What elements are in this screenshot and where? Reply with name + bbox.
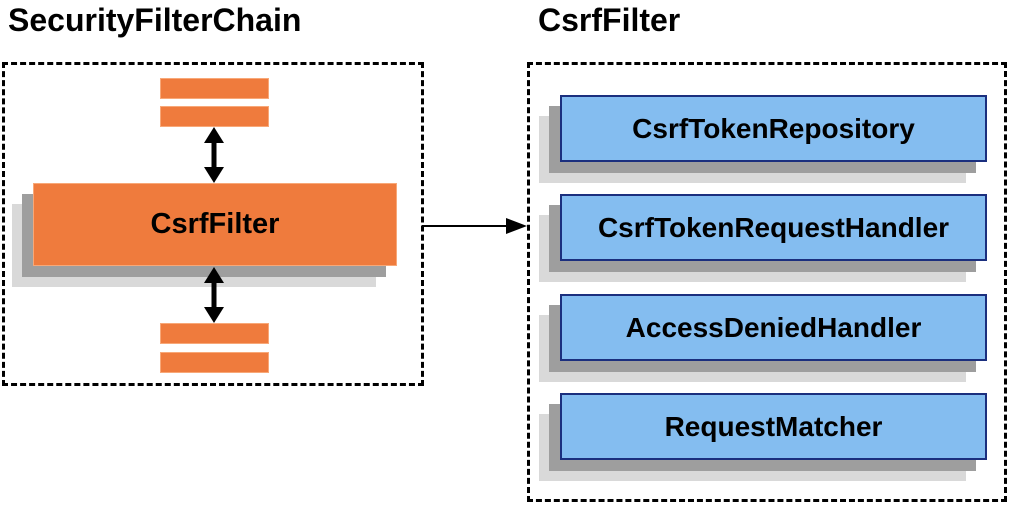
component-label: CsrfTokenRepository: [632, 112, 915, 144]
bidirectional-arrow-icon: [204, 127, 224, 183]
csrf-filter-title: CsrfFilter: [538, 2, 681, 38]
filter-bar: [160, 323, 269, 344]
filter-bar: [160, 78, 269, 99]
csrf-filter-panel: [527, 62, 1007, 502]
component-box-csrf-token-repository: CsrfTokenRepository: [560, 95, 987, 162]
filter-bar: [160, 352, 269, 373]
component-label: AccessDeniedHandler: [625, 311, 922, 343]
filter-bar: [160, 106, 269, 127]
component-box-request-matcher: RequestMatcher: [560, 393, 987, 460]
connector-arrow-icon: [422, 218, 527, 234]
component-label: RequestMatcher: [664, 410, 883, 442]
csrf-filter-box: CsrfFilter: [33, 183, 397, 266]
component-box-csrf-token-request-handler: CsrfTokenRequestHandler: [560, 194, 987, 261]
csrf-filter-box-label: CsrfFilter: [150, 208, 280, 240]
bidirectional-arrow-icon: [204, 267, 224, 323]
security-filter-chain-title: SecurityFilterChain: [8, 2, 302, 38]
security-filter-chain-panel: [2, 62, 424, 386]
component-box-access-denied-handler: AccessDeniedHandler: [560, 294, 987, 361]
component-label: CsrfTokenRequestHandler: [597, 211, 950, 243]
